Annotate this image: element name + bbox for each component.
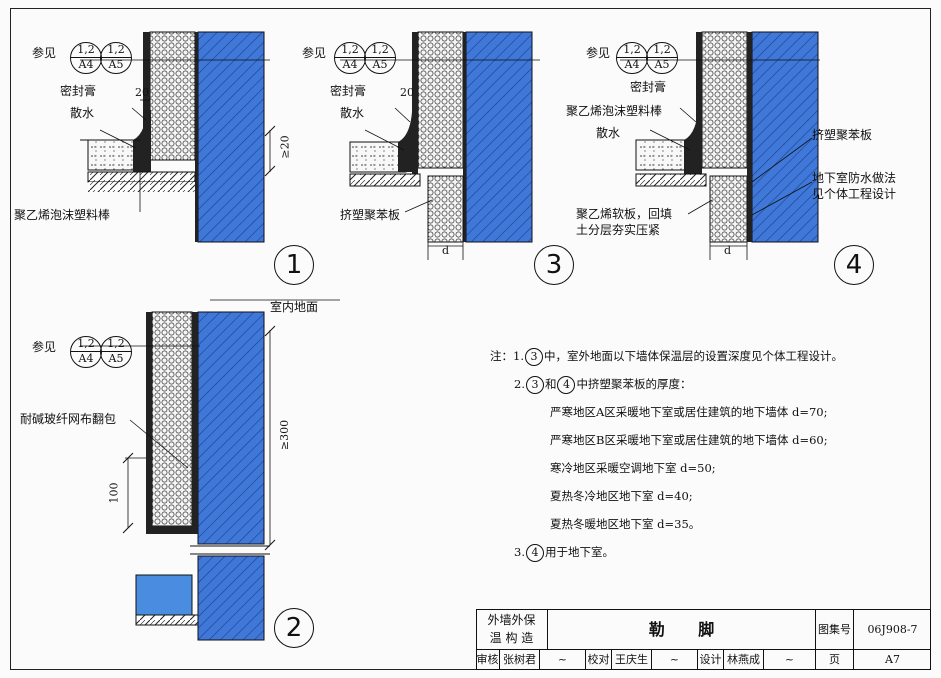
note-2-line-2: 严寒地区B区采暖地下室或居住建筑的地下墙体 d=60;	[550, 433, 828, 447]
title-block: 外墙外保 温 构 造 勒 脚 图集号 06J908-7 审核 张树君 ~ 校对 …	[476, 609, 931, 670]
label-basement-waterproof: 地下室防水做法 见个体工程设计	[812, 171, 897, 201]
atlas-number: 06J908-7	[854, 609, 931, 650]
label-apron-4: 散水	[596, 126, 621, 140]
checker-name: 王庆生	[612, 650, 652, 670]
page-label: 页	[816, 650, 854, 670]
reviewer-name: 张树君	[500, 650, 540, 670]
dim-20-a: 20	[135, 86, 149, 99]
title-block-frame	[476, 609, 931, 670]
ref-word: 参见	[32, 46, 57, 60]
title-category: 外墙外保 温 构 造	[476, 609, 548, 650]
check-label: 校对	[586, 650, 612, 670]
label-sealant-4: 密封膏	[630, 80, 667, 94]
label-pe-rod-1: 聚乙烯泡沫塑料棒	[14, 208, 111, 222]
designer-signature: ~	[764, 650, 816, 670]
title-main: 勒 脚	[548, 609, 816, 650]
note-2-line-4: 夏热冬冷地区地下室 d=40;	[550, 489, 693, 503]
sheet-border	[10, 8, 931, 670]
ref-word-3: 参见	[302, 46, 327, 60]
reviewer-signature: ~	[540, 650, 586, 670]
label-apron-3: 散水	[340, 106, 365, 120]
note-2-line-3: 寒冷地区采暖空调地下室 d=50;	[550, 461, 716, 475]
label-sealant: 密封膏	[60, 84, 97, 98]
checker-signature: ~	[652, 650, 698, 670]
ref-word-2: 参见	[32, 340, 57, 354]
review-label: 审核	[476, 650, 500, 670]
ref-word-4: 参见	[586, 46, 611, 60]
detail-4	[620, 31, 820, 260]
note-2-line-1: 严寒地区A区采暖地下室或居住建筑的地下墙体 d=70;	[550, 405, 828, 419]
design-label: 设计	[698, 650, 724, 670]
dim-ge20: ≥20	[278, 135, 292, 159]
designer-name: 林燕成	[724, 650, 764, 670]
label-xps-4: 挤塑聚苯板	[812, 128, 873, 142]
label-pe-soft-board: 聚乙烯软板，回填 土分层夯实压紧	[576, 207, 673, 237]
dim-d-3: d	[442, 244, 450, 257]
detail-number-1: 1	[274, 245, 314, 285]
page-number: A7	[885, 653, 900, 666]
detail-1	[80, 31, 276, 243]
label-apron: 散水	[70, 106, 95, 120]
dim-d-4: d	[724, 244, 732, 257]
note-2-line-5: 夏热冬暖地区地下室 d=35。	[550, 517, 701, 531]
label-sealant-3: 密封膏	[330, 84, 367, 98]
label-fiber-mesh: 耐碱玻纤网布翻包	[20, 412, 117, 426]
detail-3	[340, 31, 540, 260]
label-indoor-floor: 室内地面	[270, 300, 319, 314]
detail-number-2: 2	[274, 608, 314, 648]
detail-number-4: 4	[834, 245, 874, 285]
atlas-label: 图集号	[816, 609, 854, 650]
label-xps-3: 挤塑聚苯板	[340, 208, 401, 222]
label-pe-rod-4: 聚乙烯泡沫塑料棒	[566, 104, 663, 118]
dim-20-b: 20	[400, 86, 414, 99]
dim-ge300: ≥300	[278, 419, 292, 451]
dim-100: 100	[107, 482, 121, 504]
detail-number-3: 3	[534, 245, 574, 285]
